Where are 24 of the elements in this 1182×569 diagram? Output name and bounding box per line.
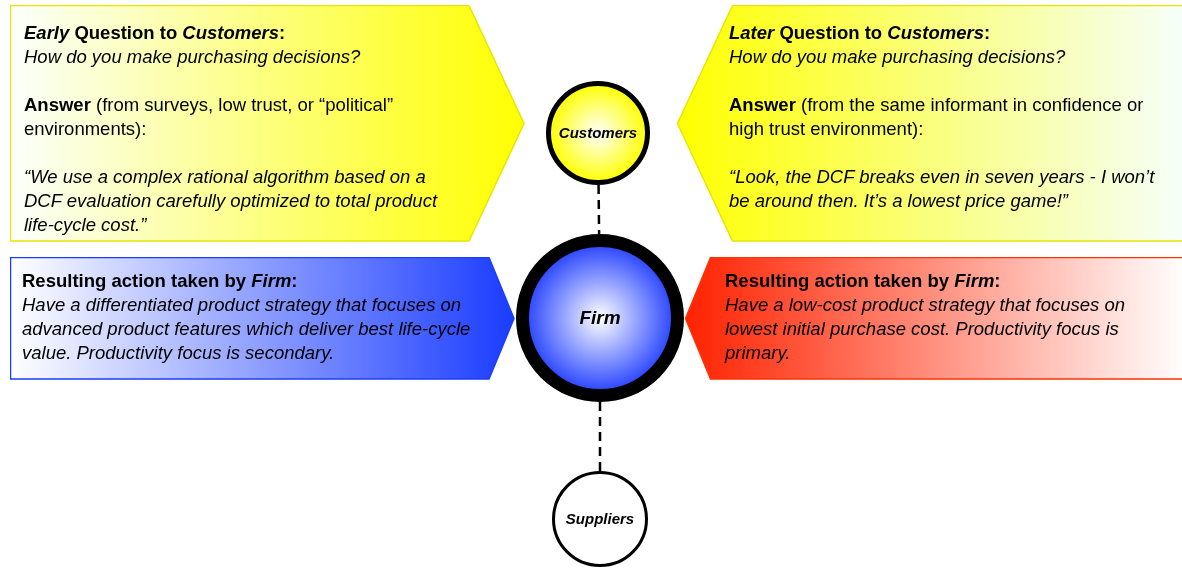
dashed-connector — [597, 185, 601, 234]
question-text: How do you make purchasing decisions? — [24, 45, 361, 69]
node-label: Firm — [579, 306, 621, 330]
callout-heading: Later Question to Customers: — [729, 21, 991, 45]
quote-text: “Look, the DCF breaks even in seven years - I won’t be around then. It’s a lowest price game!” — [729, 165, 1156, 213]
node-label: Customers — [558, 123, 638, 143]
action-text: Have a differentiated product strategy that focuses on advanced product features which deliver best life-cycle value. Productivity focus is secondary. — [22, 293, 472, 365]
answer-text: Answer (from surveys, low trust, or “political” environments): — [24, 93, 395, 141]
pointer-callout — [10, 257, 515, 380]
circle-node — [552, 471, 648, 567]
callout-heading: Resulting action taken by Firm: — [22, 269, 298, 293]
callout-heading: Early Question to Customers: — [24, 21, 286, 45]
circle-node — [546, 81, 650, 185]
node-label: Suppliers — [565, 509, 635, 529]
question-text: How do you make purchasing decisions? — [729, 45, 1066, 69]
action-text: Have a low-cost product strategy that focuses on lowest initial purchase cost. Productivity focus is primary. — [725, 293, 1126, 365]
answer-text: Answer (from the same informant in confidence or high trust environment): — [729, 93, 1145, 141]
circle-node — [516, 234, 684, 402]
pointer-callout — [677, 5, 1182, 242]
callout-heading: Resulting action taken by Firm: — [725, 269, 1001, 293]
quote-text: “We use a complex rational algorithm based on a DCF evaluation carefully optimized to total product life-cycle cost.” — [24, 165, 439, 237]
pointer-callout — [10, 5, 525, 242]
pointer-callout — [685, 257, 1182, 380]
dashed-connector — [598, 402, 602, 471]
